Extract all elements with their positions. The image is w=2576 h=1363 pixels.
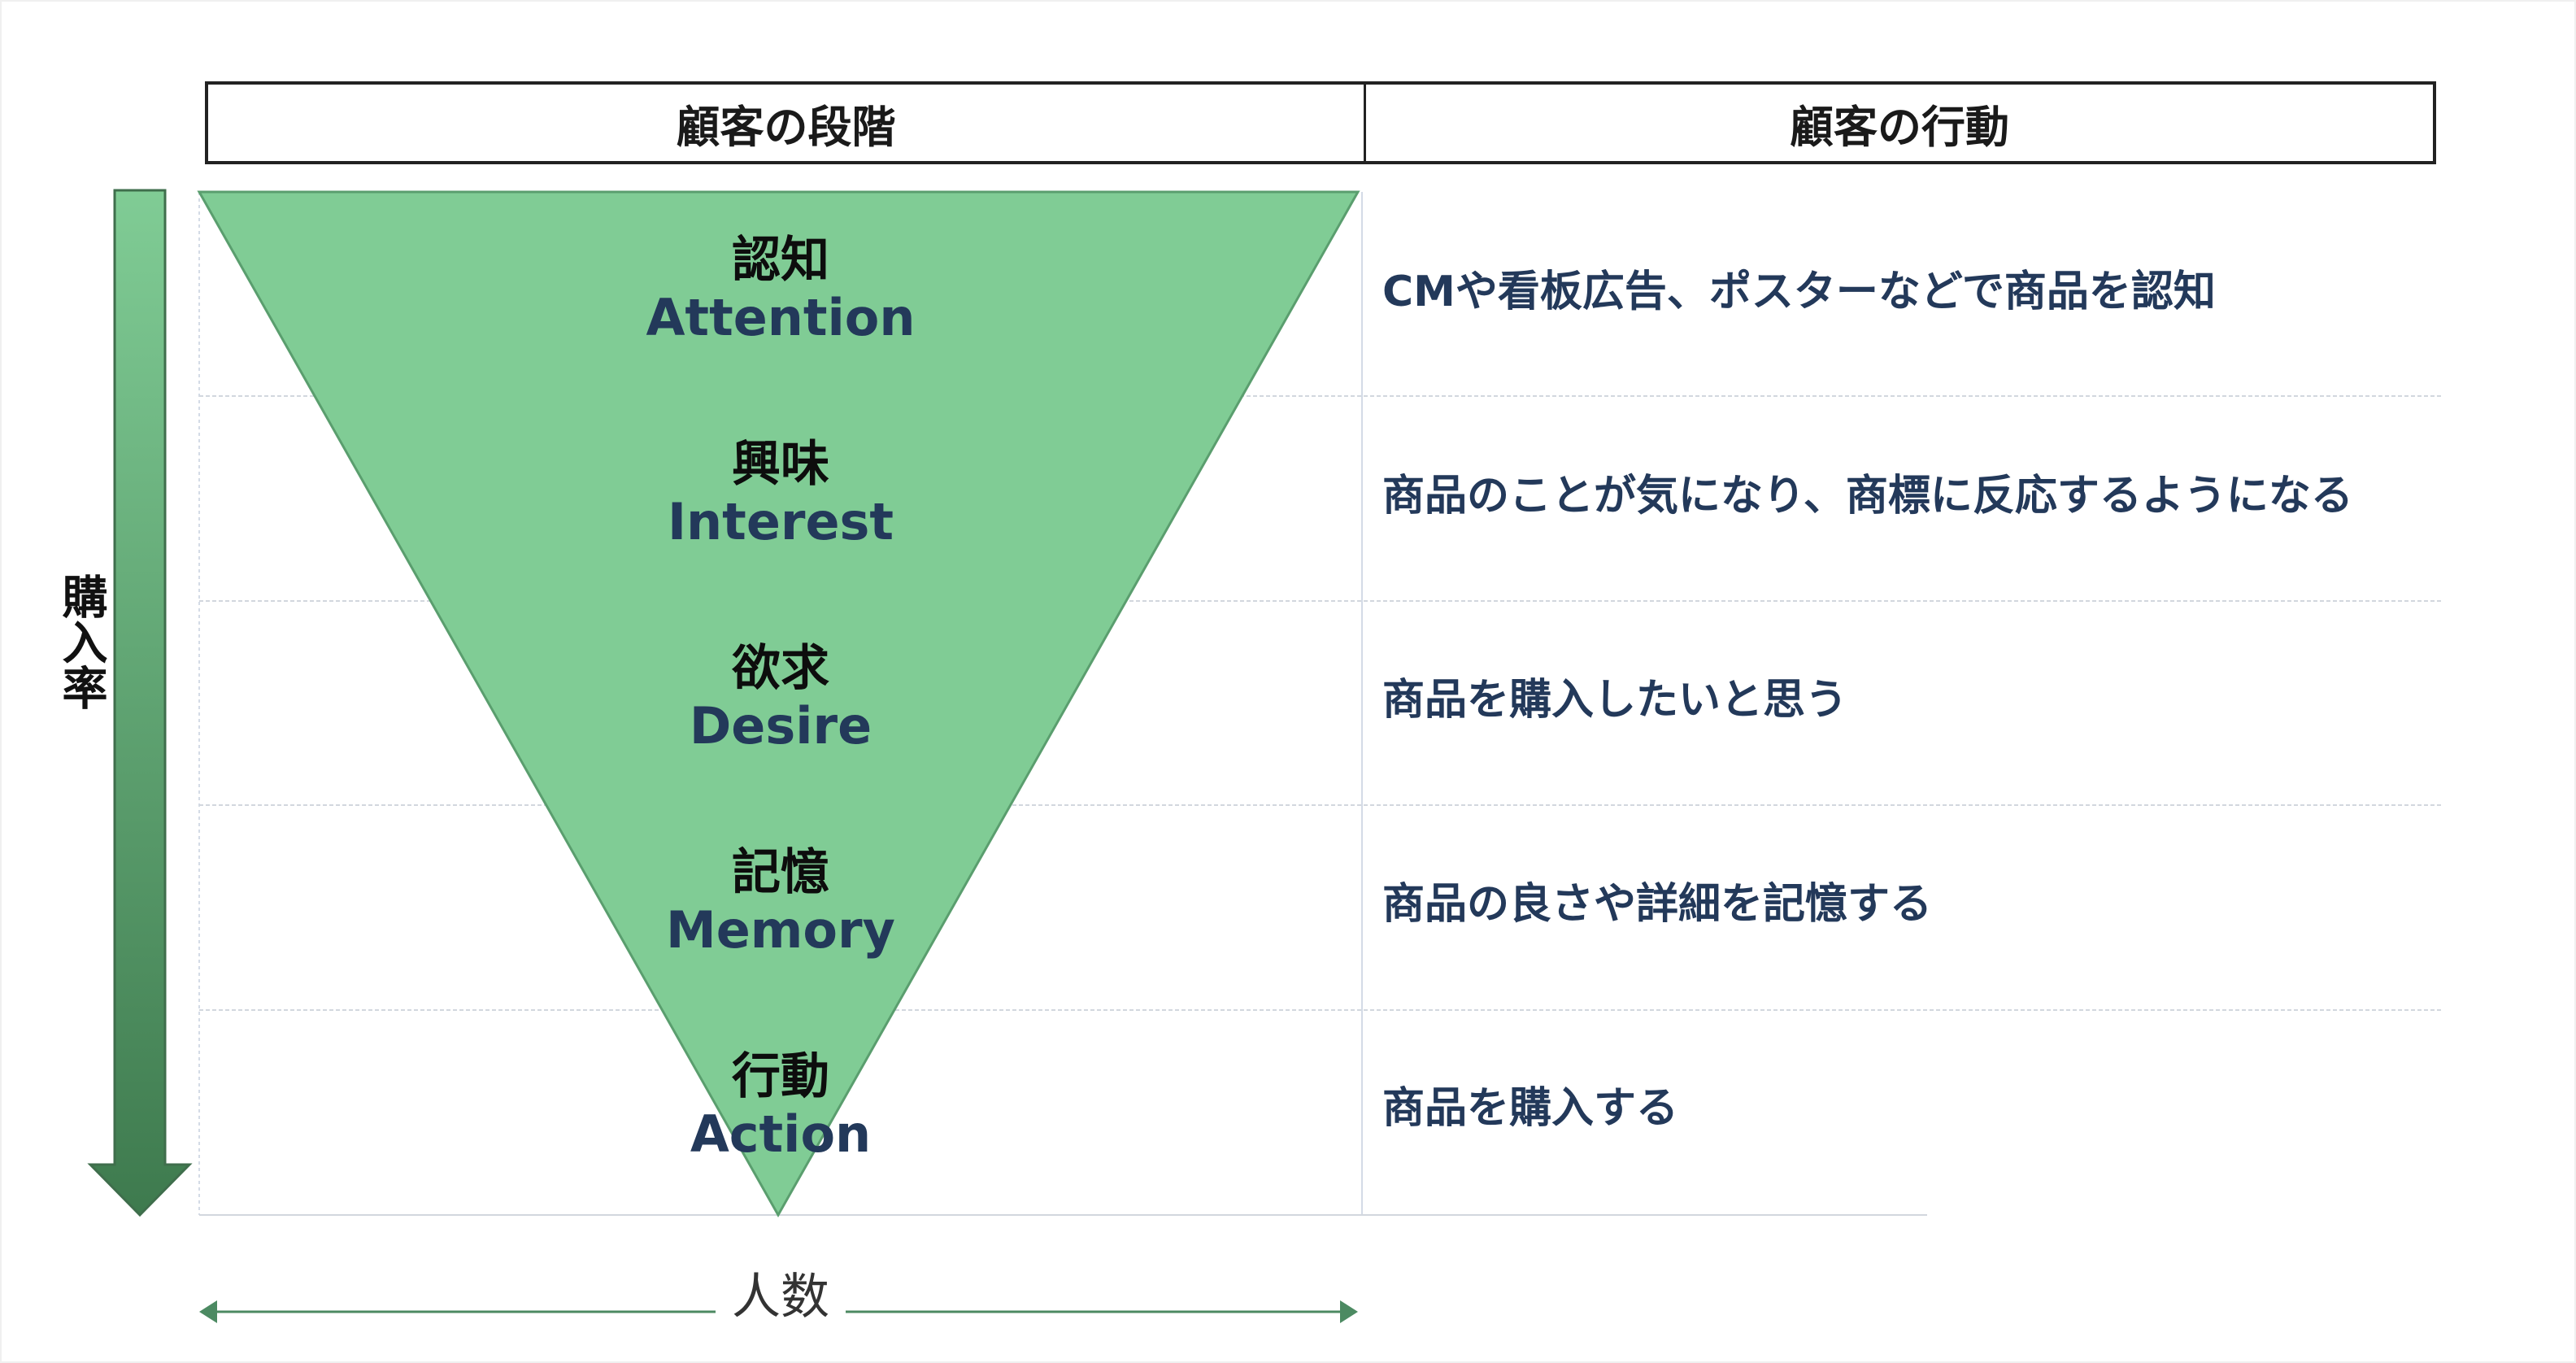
stage-jp-name: 欲求	[732, 640, 829, 697]
stage-en-name: Memory	[666, 900, 895, 960]
stage-en-name: Desire	[689, 696, 872, 756]
purchase-rate-label: 購入率	[54, 573, 107, 710]
stage-label-desire: 欲求 Desire	[520, 644, 1041, 751]
behavior-text-action: 商品を購入する	[1382, 1084, 1679, 1133]
table-header: 顧客の段階 顧客の行動	[205, 81, 2436, 164]
behavior-text-memory: 商品の良さや詳細を記憶する	[1382, 880, 1933, 929]
stage-en-name: Attention	[646, 288, 916, 347]
stage-label-action: 行動 Action	[520, 1052, 1041, 1160]
behavior-text-attention: CMや看板広告、ポスターなどで商品を認知	[1382, 268, 2216, 316]
behavior-text-desire: 商品を購入したいと思う	[1382, 676, 1848, 725]
funnel-triangle	[197, 190, 1360, 1218]
stage-jp-name: 記憶	[732, 844, 829, 901]
people-count-label: 人数	[716, 1273, 846, 1322]
purchase-rate-arrow	[87, 189, 193, 1217]
stage-label-interest: 興味 Interest	[520, 440, 1041, 547]
stage-jp-name: 興味	[732, 436, 829, 493]
stage-en-name: Action	[690, 1104, 872, 1164]
behavior-column-header: 顧客の行動	[1790, 101, 2009, 153]
stage-jp-name: 行動	[732, 1048, 829, 1105]
stage-en-name: Interest	[667, 492, 894, 551]
stage-jp-name: 認知	[732, 232, 829, 289]
behavior-text-interest: 商品のことが気になり、商標に反応するようになる	[1382, 472, 2353, 520]
stage-label-attention: 認知 Attention	[520, 236, 1041, 343]
stage-column-header: 顧客の段階	[208, 85, 1366, 161]
stage-label-memory: 記憶 Memory	[520, 848, 1041, 956]
